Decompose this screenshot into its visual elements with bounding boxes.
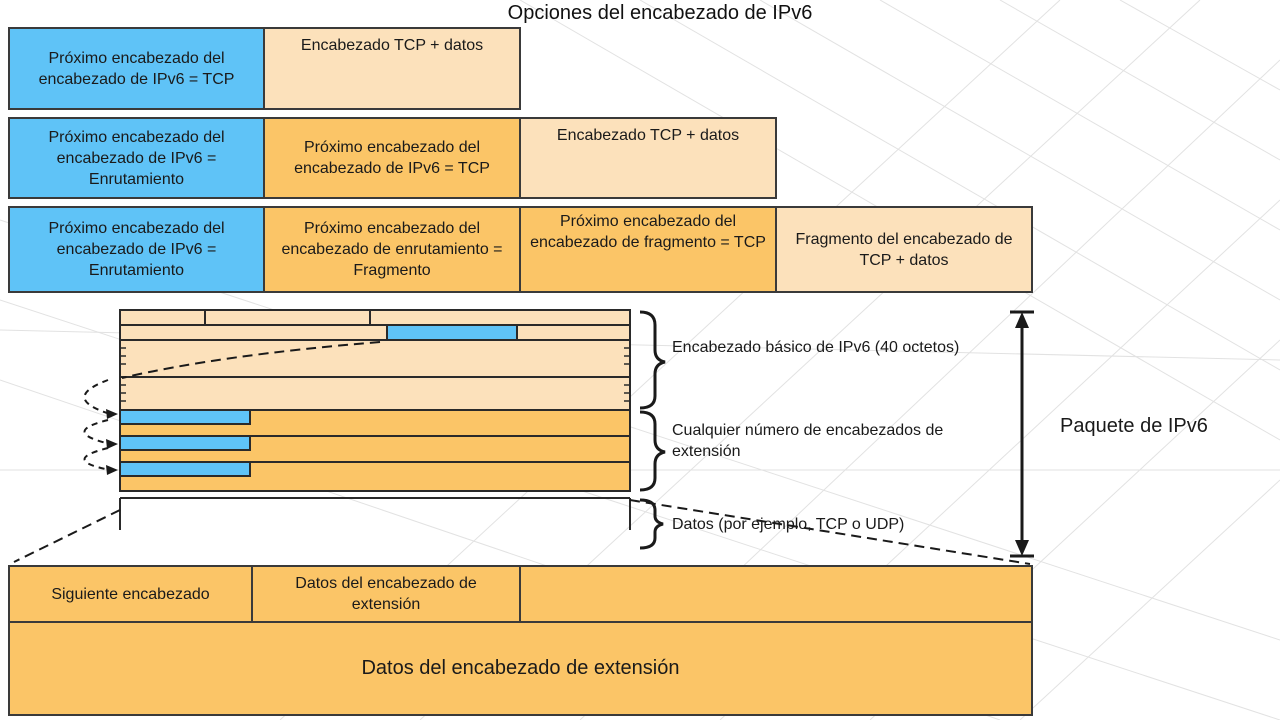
next-header-field-box: Siguiente encabezado: [8, 565, 253, 623]
row3-fragment-tcp-data-label: Fragmento del encabezado de TCP + datos: [795, 230, 1013, 269]
row3-ipv6-next-header-label: Próximo encabezado del encabezado de IPv…: [48, 220, 225, 279]
diagram-title: Opciones del encabezado de IPv6: [507, 2, 813, 24]
ext-header-data-small-box: Datos del encabezado de extensión: [251, 565, 521, 623]
row3-routing-next-header-box: Próximo encabezado del encabezado de enr…: [263, 206, 521, 293]
basic-header-block: [119, 309, 631, 411]
ext-header-data-large-label: Datos del encabezado de extensión: [361, 657, 680, 679]
ipv6-packet-label: Paquete de IPv6: [1060, 415, 1208, 437]
row3-routing-next-header-label: Próximo encabezado del encabezado de enr…: [281, 220, 503, 279]
row2-tcp-data-label: Encabezado TCP + datos: [556, 127, 740, 144]
row2-routing-next-header-label: Próximo encabezado del encabezado de IPv…: [294, 139, 490, 177]
row2-tcp-data-box: Encabezado TCP + datos: [519, 117, 777, 199]
row2-ipv6-next-header-label: Próximo encabezado del encabezado de IPv…: [48, 128, 225, 188]
ext-header-data-large-box: Datos del encabezado de extensión: [8, 621, 1033, 716]
ext-header-empty-box: [519, 565, 1033, 623]
row2-ipv6-next-header-box: Próximo encabezado del encabezado de IPv…: [8, 117, 265, 199]
row1-ipv6-next-header-label: Próximo encabezado del encabezado de IPv…: [38, 49, 235, 88]
row3-fragment-next-header-label: Próximo encabezado del encabezado de fra…: [530, 213, 766, 251]
data-label: Datos (por ejemplo, TCP o UDP): [672, 516, 905, 533]
row3-ipv6-next-header-box: Próximo encabezado del encabezado de IPv…: [8, 206, 265, 293]
row3-fragment-next-header-box: Próximo encabezado del encabezado de fra…: [519, 206, 777, 293]
next-header-field: [386, 324, 518, 341]
row2-routing-next-header-box: Próximo encabezado del encabezado de IPv…: [263, 117, 521, 199]
ext-header-data-small-label: Datos del encabezado de extensión: [295, 575, 477, 613]
basic-header-label: Encabezado básico de IPv6 (40 octetos): [672, 339, 960, 356]
row1-tcp-data-box: Encabezado TCP + datos: [263, 27, 521, 110]
next-header-field-label: Siguiente encabezado: [51, 585, 210, 603]
row3-fragment-tcp-data-box: Fragmento del encabezado de TCP + datos: [775, 206, 1033, 293]
row1-tcp-data-label: Encabezado TCP + datos: [300, 37, 484, 54]
row1-ipv6-next-header-box: Próximo encabezado del encabezado de IPv…: [8, 27, 265, 110]
extension-headers-label: Cualquier número de encabezados de exten…: [672, 422, 944, 460]
